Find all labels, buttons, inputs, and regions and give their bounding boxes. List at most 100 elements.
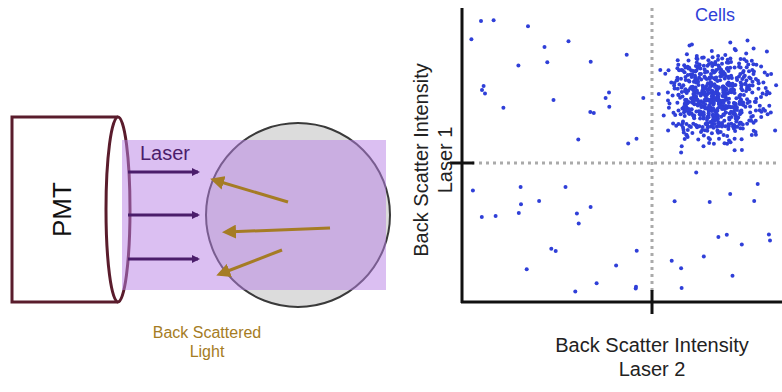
data-point <box>681 69 685 73</box>
data-point <box>675 66 679 70</box>
data-point <box>718 70 722 74</box>
data-point <box>699 78 703 82</box>
data-point <box>705 129 709 133</box>
data-point <box>763 109 767 113</box>
data-point <box>725 88 729 92</box>
data-point <box>549 247 553 251</box>
data-point <box>708 86 712 90</box>
data-point <box>679 112 683 116</box>
data-point <box>680 86 684 90</box>
data-point <box>759 95 763 99</box>
data-point <box>692 115 696 119</box>
data-point <box>704 93 708 97</box>
data-point <box>696 138 700 142</box>
data-point <box>696 104 700 108</box>
data-point <box>699 72 703 76</box>
data-point <box>753 100 757 104</box>
scatter-arrows <box>214 180 330 274</box>
data-point <box>729 88 733 92</box>
data-point <box>716 129 720 133</box>
data-point <box>680 90 684 94</box>
data-point <box>729 140 733 144</box>
data-point <box>676 93 680 97</box>
data-point <box>492 18 496 22</box>
data-point <box>694 109 698 113</box>
data-point <box>715 107 719 111</box>
detector-box: PMT <box>12 117 112 302</box>
data-point <box>739 84 743 88</box>
data-point <box>657 92 661 96</box>
data-point <box>703 102 707 106</box>
data-point <box>744 79 748 83</box>
data-point <box>589 205 593 209</box>
data-point <box>750 133 754 137</box>
data-point <box>707 104 711 108</box>
data-point <box>641 96 645 100</box>
data-point <box>765 49 769 53</box>
data-point <box>698 110 702 114</box>
data-point <box>706 81 710 85</box>
data-point <box>680 286 684 290</box>
data-point <box>729 60 733 64</box>
data-point <box>701 84 705 88</box>
data-point <box>728 84 732 88</box>
data-point <box>710 49 714 53</box>
data-point <box>712 142 716 146</box>
data-point <box>699 91 703 95</box>
data-point <box>750 68 754 72</box>
data-point <box>711 113 715 117</box>
data-point <box>695 124 699 128</box>
data-point <box>666 91 670 95</box>
data-point <box>749 76 753 80</box>
data-point <box>750 91 754 95</box>
data-point <box>517 211 521 215</box>
data-point <box>754 100 758 104</box>
data-point <box>733 66 737 70</box>
data-point <box>716 121 720 125</box>
data-point <box>706 58 710 62</box>
data-point <box>728 40 732 44</box>
data-point <box>682 63 686 67</box>
data-point <box>689 85 693 89</box>
data-point <box>626 142 630 146</box>
data-point <box>479 19 483 23</box>
data-point <box>741 127 745 131</box>
laser-arrows <box>128 172 198 259</box>
data-point <box>567 39 571 43</box>
data-point <box>686 67 690 71</box>
data-point <box>710 131 714 135</box>
data-point <box>724 97 728 101</box>
data-point <box>721 85 725 89</box>
data-point <box>718 66 722 70</box>
data-point <box>702 255 706 259</box>
data-point <box>738 96 742 100</box>
data-point <box>625 53 629 57</box>
data-point <box>741 123 745 127</box>
data-point <box>721 85 725 89</box>
data-point <box>727 118 731 122</box>
data-point <box>545 60 549 64</box>
data-point <box>723 77 727 81</box>
data-point <box>722 113 726 117</box>
data-point <box>754 77 758 81</box>
data-point <box>722 85 726 89</box>
data-point <box>690 43 694 47</box>
data-point <box>525 267 529 271</box>
data-point <box>716 54 720 58</box>
data-point <box>716 129 720 133</box>
data-point <box>482 84 486 88</box>
data-point <box>752 121 756 125</box>
data-point <box>702 134 706 138</box>
data-point <box>724 104 728 108</box>
data-point <box>675 78 679 82</box>
data-point <box>714 76 718 80</box>
data-point <box>723 93 727 97</box>
data-point <box>743 82 747 86</box>
data-point <box>698 63 702 67</box>
data-point <box>723 141 727 145</box>
data-point <box>589 60 593 64</box>
data-point <box>745 97 749 101</box>
laser-label: Laser <box>140 141 190 165</box>
data-point <box>714 68 718 72</box>
